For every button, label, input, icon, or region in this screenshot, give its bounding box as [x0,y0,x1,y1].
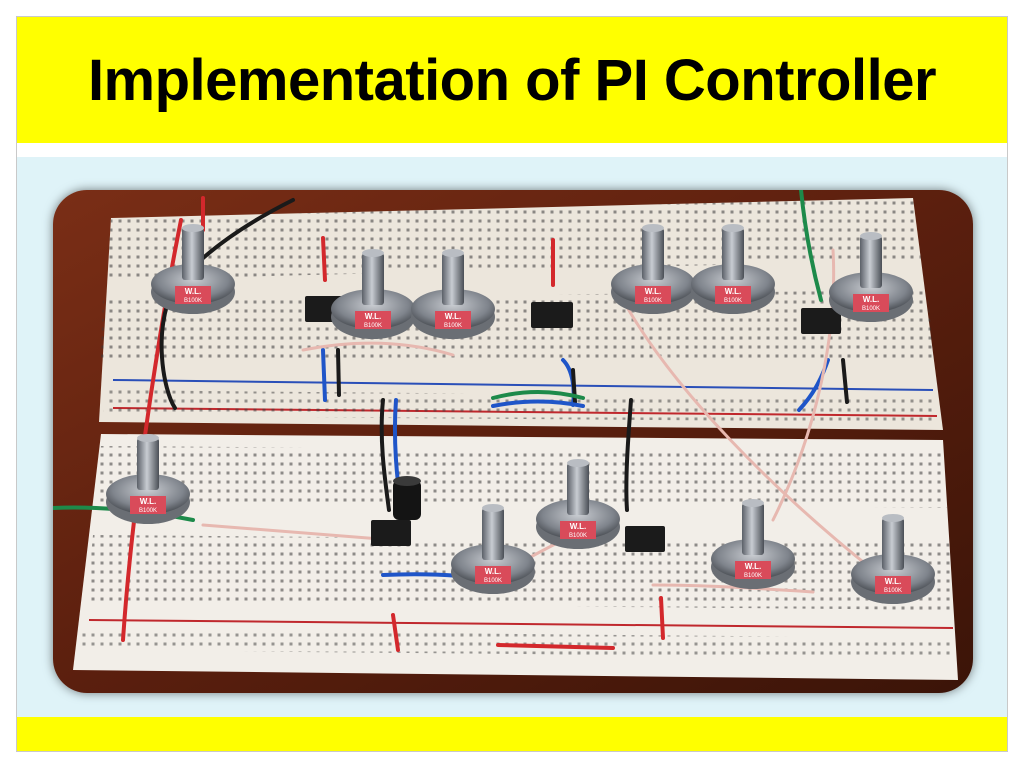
potentiometer-value: B100K [644,298,662,304]
potentiometer: W.L. B100K [106,434,190,524]
potentiometer: W.L. B100K [611,224,695,314]
potentiometer: W.L. B100K [151,224,235,314]
potentiometer-value: B100K [724,298,742,304]
potentiometer-marking: W.L. [485,567,501,576]
potentiometer: W.L. B100K [451,504,535,594]
potentiometer: W.L. B100K [536,459,620,549]
potentiometer-value: B100K [884,588,902,594]
potentiometer-value: B100K [444,323,462,329]
potentiometer-marking: W.L. [365,312,381,321]
potentiometer: W.L. B100K [331,249,415,339]
electrolytic-capacitor [393,476,421,520]
potentiometer: W.L. B100K [691,224,775,314]
potentiometer-marking: W.L. [725,287,741,296]
potentiometer-marking: W.L. [445,312,461,321]
potentiometer-marking: W.L. [185,287,201,296]
potentiometer: W.L. B100K [411,249,495,339]
slide: Implementation of PI Controller [16,16,1008,752]
potentiometer-value: B100K [569,533,587,539]
potentiometer-value: B100K [364,323,382,329]
potentiometer-marking: W.L. [885,577,901,586]
potentiometer-marking: W.L. [570,522,586,531]
slide-title: Implementation of PI Controller [87,47,937,113]
potentiometer-marking: W.L. [863,295,879,304]
potentiometer-value: B100K [862,306,880,312]
potentiometer: W.L. B100K [829,232,913,322]
potentiometer-value: B100K [139,508,157,514]
potentiometer: W.L. B100K [851,514,935,604]
potentiometer-marking: W.L. [645,287,661,296]
potentiometers: W.L.B100KW.L.B100KW.L.B100KW.L.B100KW.L.… [106,224,935,604]
potentiometer-value: B100K [744,573,762,579]
breadboard-photo-drawing: W.L.B100KW.L.B100KW.L.B100KW.L.B100KW.L.… [53,190,973,693]
potentiometer-marking: W.L. [745,562,761,571]
potentiometer-marking: W.L. [140,497,156,506]
potentiometer-value: B100K [184,298,202,304]
potentiometer: W.L. B100K [711,499,795,589]
title-band: Implementation of PI Controller [17,17,1007,143]
potentiometer-value: B100K [484,578,502,584]
bottom-band [17,717,1007,751]
